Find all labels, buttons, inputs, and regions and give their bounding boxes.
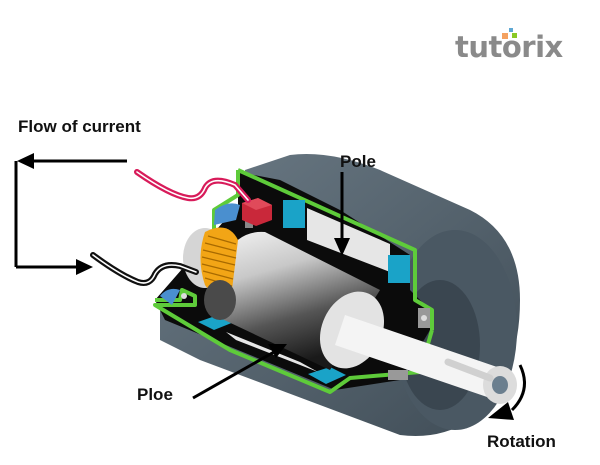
shaft-key <box>444 358 494 382</box>
commutator <box>160 203 240 320</box>
bearing-bottom <box>388 370 408 380</box>
tutorix-logo: tutorix <box>455 30 563 64</box>
field-winding-bottom-right <box>308 367 346 384</box>
negative-lead-wire <box>90 252 199 286</box>
field-winding-top-right <box>388 255 410 283</box>
pole-top-pointer <box>334 172 350 256</box>
label-rotation: Rotation <box>487 432 556 451</box>
field-winding-top-left <box>283 200 305 228</box>
logo-dots-icon <box>502 28 517 39</box>
shaft <box>335 315 517 404</box>
bearing-left <box>181 293 187 299</box>
top-cap <box>214 203 240 225</box>
pole-bottom-pointer <box>192 344 287 400</box>
current-arrow-top-head <box>17 153 34 169</box>
cutaway-outline <box>153 168 434 394</box>
rotation-arrow <box>488 364 526 420</box>
lower-hub <box>204 280 236 320</box>
label-flow-of-current: Flow of current <box>18 117 141 136</box>
bearings <box>181 293 430 380</box>
current-arrow-bottom-head <box>76 259 93 275</box>
label-pole-bottom: Ploe <box>137 385 173 404</box>
bottom-cap <box>160 288 180 305</box>
positive-lead-wire <box>134 169 251 203</box>
label-pole-top: Pole <box>340 152 376 171</box>
current-flow-arrows <box>14 153 127 275</box>
